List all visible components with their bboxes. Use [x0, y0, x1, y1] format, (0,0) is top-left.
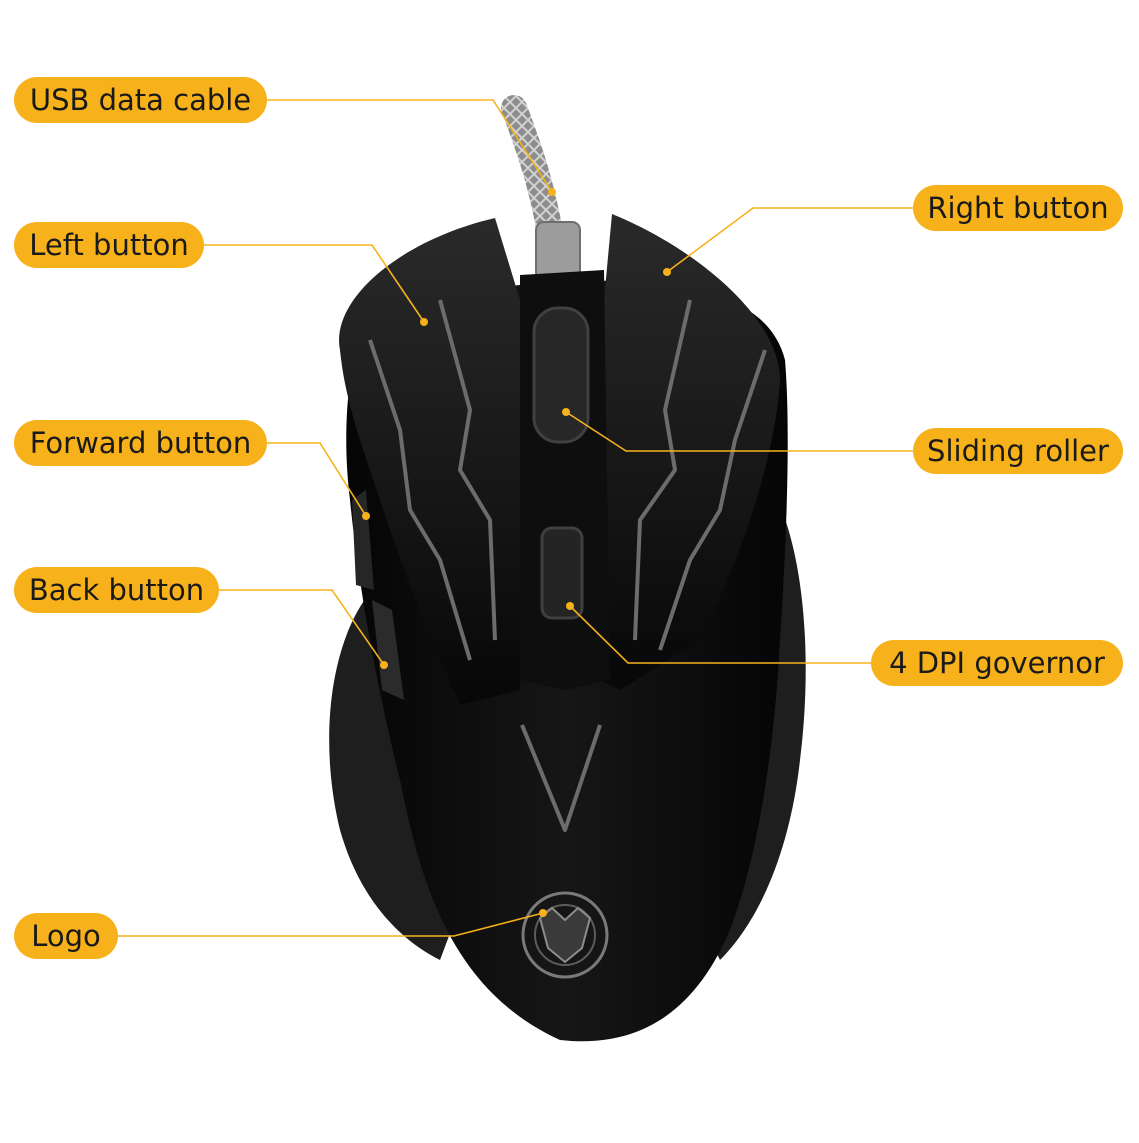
- leader-logo: [118, 912, 544, 937]
- leader-dot-forward: [362, 512, 370, 520]
- right-button-shell: [600, 214, 780, 690]
- leader-right: [666, 207, 913, 273]
- callout-right-button: Right button: [913, 185, 1123, 231]
- leader-dot-right: [663, 268, 671, 276]
- cable-strain-relief: [535, 221, 581, 281]
- leader-usb: [267, 99, 553, 193]
- dpi-button: [540, 526, 584, 620]
- leader-dot-logo: [539, 909, 547, 917]
- back-side-button: [372, 600, 404, 700]
- sliding-roller-wheel: [532, 306, 590, 444]
- left-button-shell: [339, 218, 520, 705]
- leader-dot-usb: [548, 188, 556, 196]
- leader-dot-dpi: [566, 602, 574, 610]
- leader-back: [219, 589, 385, 666]
- callout-sliding-roller: Sliding roller: [913, 428, 1123, 474]
- callout-left-button: Left button: [14, 222, 204, 268]
- callout-back-button: Back button: [14, 567, 219, 613]
- decorative-trace-lines: [368, 299, 767, 832]
- leader-dot-left: [420, 318, 428, 326]
- forward-side-button: [352, 490, 374, 590]
- callout-logo: Logo: [14, 913, 118, 959]
- leader-roller: [565, 411, 913, 452]
- logo-emblem: [521, 891, 609, 979]
- callout-usb-data-cable: USB data cable: [14, 77, 267, 123]
- leader-dot-roller: [562, 408, 570, 416]
- callout-forward-button: Forward button: [14, 420, 267, 466]
- leader-dot-back: [380, 661, 388, 669]
- leader-left: [204, 244, 425, 323]
- leader-forward: [267, 442, 367, 517]
- callout-dpi-governor: 4 DPI governor: [871, 640, 1123, 686]
- leader-dpi: [569, 605, 871, 664]
